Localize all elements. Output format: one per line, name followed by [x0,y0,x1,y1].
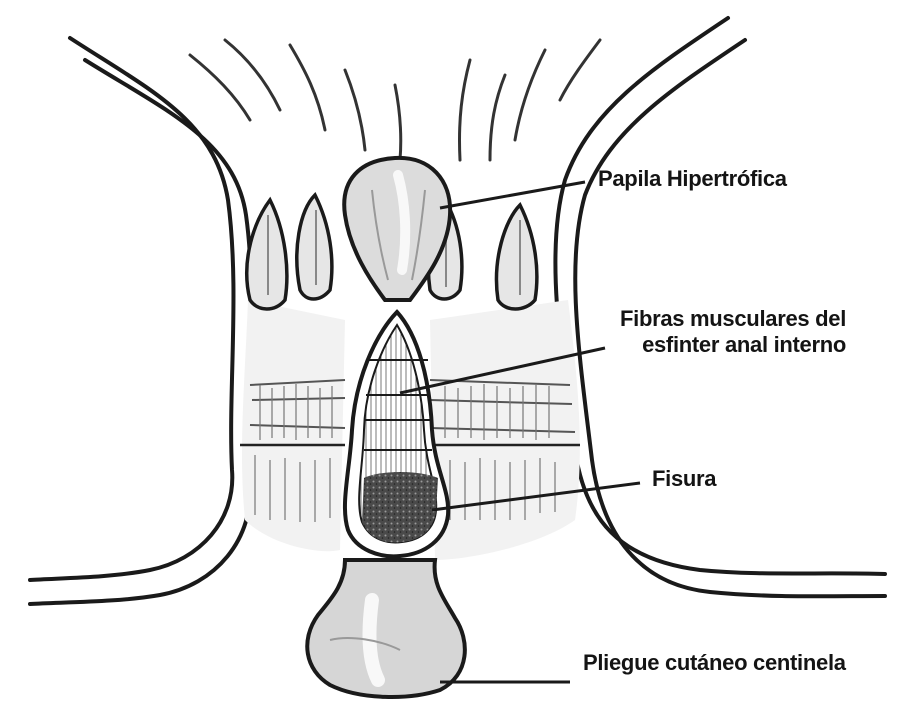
label-pliegue-cutaneo-centinela: Pliegue cutáneo centinela [583,650,846,676]
label-fibras-musculares: Fibras musculares del esfinter anal inte… [620,306,846,358]
sentinel-skin-tag [307,560,465,697]
label-fisura: Fisura [652,466,716,492]
label-fibras-line1: Fibras musculares del [620,306,846,332]
label-fibras-line2: esfinter anal interno [620,332,846,358]
rectal-fold-strokes [190,40,600,160]
label-papila-hipertrofica: Papila Hipertrófica [598,166,787,192]
